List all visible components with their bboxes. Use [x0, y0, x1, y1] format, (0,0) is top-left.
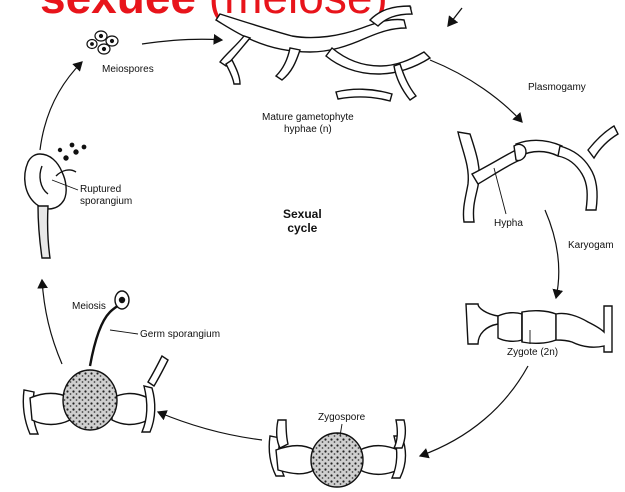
zygote	[466, 304, 612, 352]
arrow-zygospore-to-germ	[158, 412, 262, 440]
cycle-arrows	[40, 39, 559, 456]
zygospore-stage	[269, 420, 405, 487]
arrow-zygote-to-zygospore	[420, 366, 528, 456]
label-zygote: Zygote (2n)	[507, 347, 558, 359]
label-mature-gametophyte-line2: hyphae (n)	[262, 124, 354, 136]
arrow-meiospores-to-gametophyte	[142, 39, 222, 44]
label-ruptured-sporangium: Ruptured sporangium	[80, 184, 132, 207]
mature-gametophyte-hyphae	[216, 6, 430, 101]
label-center-line2: cycle	[283, 222, 322, 236]
plasmogamy-hyphae	[458, 126, 618, 222]
meiospores	[87, 31, 118, 54]
label-plasmogamy: Plasmogamy	[528, 82, 586, 94]
arrow-ruptured-to-meiospores	[40, 62, 82, 150]
ruptured-sporangium	[25, 143, 86, 258]
label-zygospore: Zygospore	[318, 412, 365, 424]
label-germ-sporangium: Germ sporangium	[140, 329, 220, 341]
arrow-plasmogamy-to-zygote	[545, 210, 559, 298]
arrow-gametophyte-to-plasmogamy	[430, 60, 522, 122]
label-karyogamy: Karyogam	[568, 240, 614, 252]
label-mature-gametophyte-line1: Mature gametophyte	[262, 112, 354, 124]
label-center-line1: Sexual	[283, 208, 322, 222]
arrow-germ-to-ruptured	[42, 280, 62, 364]
label-meiosis: Meiosis	[72, 301, 106, 313]
label-ruptured-sporangium-line1: Ruptured	[80, 184, 132, 196]
label-ruptured-sporangium-line2: sporangium	[80, 196, 132, 208]
label-hypha: Hypha	[494, 218, 523, 230]
label-meiospores: Meiospores	[102, 64, 154, 76]
label-mature-gametophyte: Mature gametophyte hyphae (n)	[262, 112, 354, 135]
label-center-sexual-cycle: Sexual cycle	[283, 208, 322, 236]
incoming-arrow	[448, 8, 462, 26]
